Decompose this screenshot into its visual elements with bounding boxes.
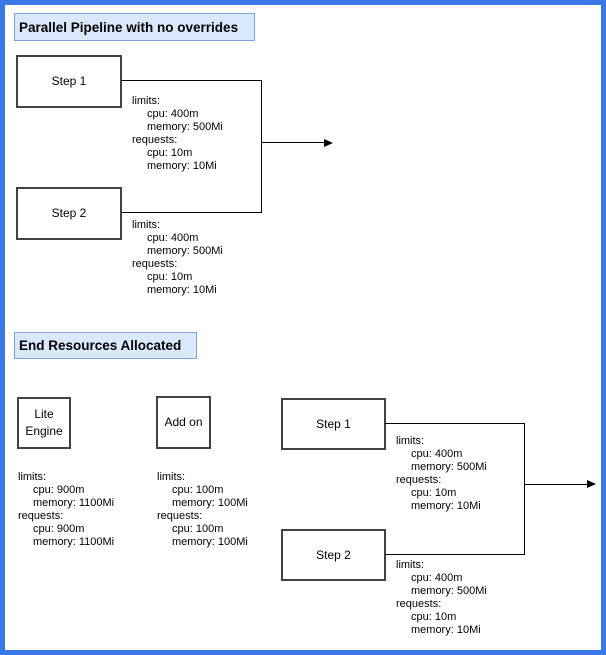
resource-line: cpu: 900m (33, 523, 85, 535)
resource-line: memory: 500Mi (411, 585, 487, 597)
resource-line: cpu: 10m (411, 487, 457, 499)
resource-line: cpu: 10m (147, 147, 193, 159)
resource-line: limits: (132, 95, 161, 107)
resource-line: memory: 500Mi (411, 461, 487, 473)
bottom-output-arrow-head (587, 480, 596, 488)
resource-line: cpu: 900m (33, 484, 85, 496)
resource-line: memory: 10Mi (147, 284, 217, 296)
top-step2-resources: limits: cpu: 400m memory: 500Mi requests… (132, 219, 223, 297)
resource-line: cpu: 400m (411, 448, 463, 460)
bottom-output-arrow-shaft (524, 483, 588, 485)
resource-line: cpu: 10m (147, 271, 193, 283)
connector-top-step1 (122, 80, 262, 81)
lite-engine-label-line2: Engine (25, 424, 63, 438)
top-output-arrow-head (324, 138, 333, 147)
bottom-step1-box: Step 1 (281, 398, 386, 450)
resource-line: requests: (396, 474, 442, 486)
bottom-step1-label: Step 1 (316, 416, 351, 431)
top-step1-box: Step 1 (16, 55, 122, 108)
lite-engine-box: Lite Engine (17, 397, 71, 449)
bottom-step2-resources: limits: cpu: 400m memory: 500Mi requests… (396, 559, 487, 637)
connector-bottom-bracket (523, 422, 525, 555)
resource-line: memory: 10Mi (411, 624, 481, 636)
resource-line: requests: (157, 510, 203, 522)
resource-line: cpu: 400m (411, 572, 463, 584)
resource-line: memory: 1100Mi (33, 536, 115, 548)
top-step2-box: Step 2 (16, 187, 122, 240)
resource-line: memory: 1100Mi (33, 497, 115, 509)
resource-line: limits: (157, 471, 186, 483)
resource-line: requests: (132, 258, 178, 270)
add-on-resources: limits: cpu: 100m memory: 100Mi requests… (157, 471, 248, 549)
resource-line: cpu: 400m (147, 232, 199, 244)
resource-line: cpu: 100m (172, 523, 224, 535)
bottom-step1-resources: limits: cpu: 400m memory: 500Mi requests… (396, 435, 487, 513)
top-step1-label: Step 1 (51, 74, 87, 88)
top-section-title: Parallel Pipeline with no overrides (14, 13, 255, 41)
resource-line: memory: 100Mi (172, 536, 248, 548)
resource-line: memory: 500Mi (147, 121, 223, 133)
bottom-step2-label: Step 2 (316, 547, 351, 562)
resource-line: memory: 10Mi (147, 160, 217, 172)
resource-line: memory: 100Mi (172, 497, 248, 509)
resource-line: limits: (396, 559, 425, 571)
top-step2-label: Step 2 (51, 206, 87, 220)
connector-bottom-step1 (385, 422, 524, 424)
bottom-section-title: End Resources Allocated (14, 332, 197, 359)
resource-line: cpu: 100m (172, 484, 224, 496)
resource-line: limits: (132, 219, 161, 231)
resource-line: requests: (18, 510, 64, 522)
lite-engine-label-line1: Lite (34, 407, 54, 421)
resource-line: limits: (18, 471, 47, 483)
resource-line: memory: 500Mi (147, 245, 223, 257)
add-on-box: Add on (156, 396, 211, 449)
resource-line: requests: (396, 598, 442, 610)
connector-top-step2 (122, 212, 262, 213)
top-step1-resources: limits: cpu: 400m memory: 500Mi requests… (132, 95, 223, 173)
connector-top-bracket (261, 80, 262, 213)
lite-engine-resources: limits: cpu: 900m memory: 1100Mi request… (18, 471, 114, 549)
resource-line: cpu: 10m (411, 611, 457, 623)
bottom-step2-box: Step 2 (281, 529, 386, 581)
add-on-label: Add on (164, 415, 203, 429)
connector-bottom-step2 (385, 553, 524, 555)
resource-line: cpu: 400m (147, 108, 199, 120)
top-output-arrow-shaft (262, 142, 325, 143)
resource-line: requests: (132, 134, 178, 146)
resource-line: memory: 10Mi (411, 500, 481, 512)
resource-line: limits: (396, 435, 425, 447)
